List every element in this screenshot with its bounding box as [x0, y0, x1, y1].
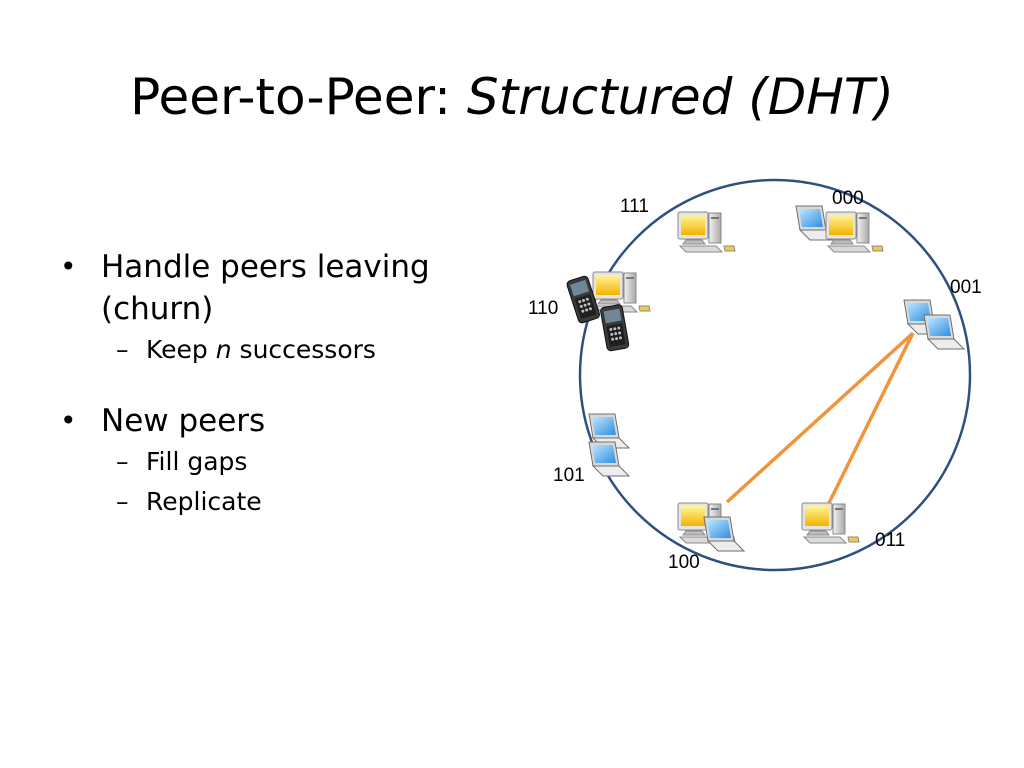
dht-ring: [578, 178, 972, 572]
node-label-000: 000: [832, 188, 864, 209]
slide-title: Peer-to-Peer: Structured (DHT): [0, 62, 1024, 132]
title-main: Peer-to-Peer:: [130, 68, 467, 126]
bullet-new-peers: • New peers: [58, 400, 478, 442]
bullet-churn: • Handle peers leaving (churn): [58, 246, 478, 330]
node-label-001: 001: [950, 277, 982, 298]
laptop-icon: [703, 516, 745, 552]
node-label-100: 100: [668, 552, 700, 573]
bullet-dot-icon: •: [60, 404, 77, 437]
desktop-computer-icon: [825, 211, 884, 253]
sub-text-after: successors: [231, 335, 376, 364]
node-000[interactable]: 000: [795, 188, 884, 253]
desktop-computer-icon: [801, 502, 860, 544]
node-label-011: 011: [875, 530, 905, 551]
node-110[interactable]: 110: [528, 271, 651, 352]
dash-icon: –: [116, 487, 129, 516]
node-label-110: 110: [528, 298, 558, 319]
bullet-churn-line2: (churn): [101, 291, 214, 327]
node-111[interactable]: 111: [620, 196, 736, 253]
sub-text-italic: n: [215, 335, 232, 364]
node-label-101: 101: [553, 465, 585, 486]
node-101[interactable]: 101: [553, 413, 630, 486]
bullet-new-peers-text: New peers: [101, 403, 266, 439]
sub-fill-gaps-text: Fill gaps: [146, 447, 248, 476]
title-emphasis: Structured (DHT): [466, 68, 894, 126]
dash-icon: –: [116, 335, 129, 364]
desktop-computer-icon: [677, 211, 736, 253]
bullet-churn-line1: Handle peers leaving: [101, 249, 430, 285]
sub-bullet-keep-successors: – Keep n successors: [102, 330, 478, 370]
node-100[interactable]: 100: [668, 502, 745, 573]
node-label-111: 111: [620, 196, 649, 217]
link-001-011: [826, 332, 915, 506]
bullet-dot-icon: •: [60, 250, 77, 283]
laptop-icon: [923, 314, 965, 350]
sub-bullet-replicate: – Replicate: [102, 482, 478, 522]
node-001[interactable]: 001: [903, 277, 982, 350]
bullet-list: • Handle peers leaving (churn) – Keep n …: [58, 246, 478, 522]
sub-bullet-fill-gaps: – Fill gaps: [102, 442, 478, 482]
finger-links: [725, 331, 915, 506]
node-011[interactable]: 011: [801, 502, 905, 551]
sub-text-before: Keep: [146, 335, 216, 364]
sub-replicate-text: Replicate: [146, 487, 262, 516]
link-001-100: [725, 331, 915, 504]
dash-icon: –: [116, 447, 129, 476]
